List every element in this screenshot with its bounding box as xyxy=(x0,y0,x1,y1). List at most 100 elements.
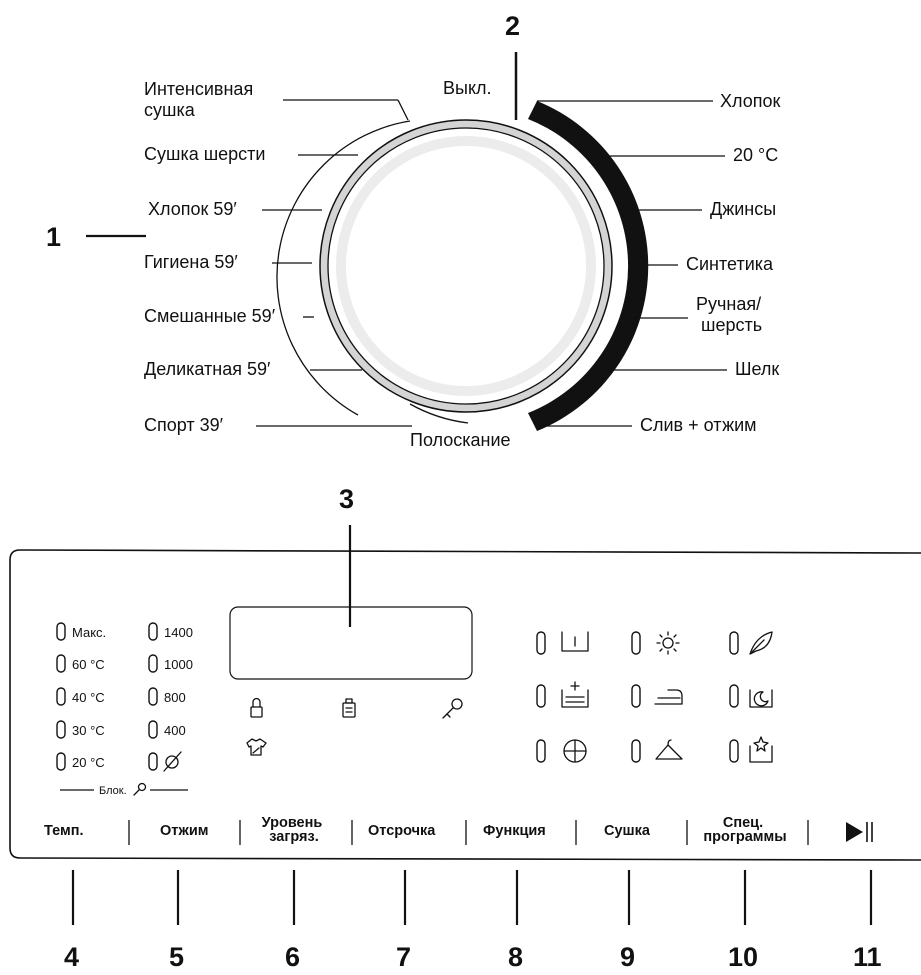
temperature-indicators: Макс. 60 °C 40 °C 30 °C 20 °C xyxy=(56,622,106,771)
dial-program-right: Шелк xyxy=(735,359,779,379)
spin-label: 1400 xyxy=(164,625,193,640)
indicator-led xyxy=(56,654,66,673)
callout-4: 4 xyxy=(64,942,79,972)
soil-level-button[interactable]: Уровень загряз. xyxy=(262,815,327,845)
dial-program-right: Ручная/шерсть xyxy=(696,294,762,335)
soil-level-label: Уровень xyxy=(262,815,323,831)
callout-5: 5 xyxy=(169,942,184,972)
callout-10: 10 xyxy=(728,942,758,972)
indicator-led xyxy=(729,684,739,708)
spin-label: 800 xyxy=(164,690,186,705)
dial-program-left: Деликатная 59′ xyxy=(144,359,271,379)
program-dial xyxy=(276,101,649,431)
indicator-led xyxy=(631,739,641,763)
hanger-icon xyxy=(655,739,683,760)
indicator-led xyxy=(148,752,158,771)
indicator-led xyxy=(56,687,66,706)
dial-program-left: Смешанные 59′ xyxy=(144,306,276,326)
dial-program-right: Джинсы xyxy=(710,199,776,219)
dial-label-off: Выкл. xyxy=(443,78,492,98)
bottom-callouts: 4 5 6 7 8 9 10 11 xyxy=(64,870,882,972)
indicator-led xyxy=(536,739,546,763)
indicator-led xyxy=(56,622,66,641)
soil-level-label: загряз. xyxy=(269,829,318,845)
special-programs-button[interactable]: Спец. программы xyxy=(703,815,786,845)
special-programs-label: Спец. xyxy=(723,815,763,831)
indicator-led xyxy=(536,684,546,708)
label-line: сушка xyxy=(144,100,196,120)
callout-8: 8 xyxy=(508,942,523,972)
indicator-led xyxy=(148,720,158,739)
sparkle-icon xyxy=(749,736,773,763)
temp-label: Макс. xyxy=(72,625,106,640)
spin-button[interactable]: Отжим xyxy=(160,823,208,839)
dial-program-left: Гигиена 59′ xyxy=(144,252,238,272)
delay-button[interactable]: Отсрочка xyxy=(368,823,436,839)
dial-program-right: Хлопок xyxy=(720,91,780,111)
dial-program-left: Хлопок 59′ xyxy=(148,199,237,219)
label-line: шерсть xyxy=(701,315,762,335)
dry-button[interactable]: Сушка xyxy=(604,823,651,839)
temp-label: 60 °C xyxy=(72,657,105,672)
indicator-led xyxy=(536,631,546,655)
indicator-led xyxy=(56,720,66,739)
leaf-icon xyxy=(749,631,773,655)
moon-icon xyxy=(749,689,773,708)
indicator-led xyxy=(631,684,641,708)
sun-icon xyxy=(656,631,680,655)
basin-icon xyxy=(561,631,589,652)
dial-outer-arc xyxy=(276,120,411,416)
callout-6: 6 xyxy=(285,942,300,972)
no-spin-icon xyxy=(163,751,182,772)
dial-bottom-arc xyxy=(409,403,469,424)
function-button[interactable]: Функция xyxy=(483,823,546,839)
indicator-led xyxy=(631,631,641,655)
temp-label: 20 °C xyxy=(72,755,105,770)
key-icon xyxy=(442,698,463,719)
dial-washing-arc xyxy=(528,101,649,431)
dial-label-rinse: Полоскание xyxy=(410,430,511,450)
weight-icon xyxy=(342,698,356,718)
temp-label: 30 °C xyxy=(72,723,105,738)
dial-program-left: Сушка шерсти xyxy=(144,144,265,164)
spin-indicators: 1400 1000 800 400 xyxy=(148,622,193,772)
indicator-led xyxy=(56,752,66,771)
prewash-icon xyxy=(561,681,589,708)
dial-program-right: 20 °C xyxy=(733,145,778,165)
callout-1: 1 xyxy=(46,222,61,252)
dial-program-right: Слив + отжим xyxy=(640,415,757,435)
function-indicators xyxy=(536,631,773,763)
shirt-icon xyxy=(246,738,267,756)
button-row: Темп. Отжим Уровень загряз. Отсрочка Фун… xyxy=(44,815,873,845)
callout-9: 9 xyxy=(620,942,635,972)
callout-2: 2 xyxy=(505,11,520,41)
child-lock-marker: Блок. xyxy=(60,782,188,797)
temp-label: 40 °C xyxy=(72,690,105,705)
control-panel xyxy=(9,549,921,861)
display-screen xyxy=(229,606,473,680)
indicator-led xyxy=(148,654,158,673)
label-line: Ручная/ xyxy=(696,294,761,314)
special-programs-label: программы xyxy=(703,829,786,845)
dial-program-left: Спорт 39′ xyxy=(144,415,224,435)
lock-label: Блок. xyxy=(99,785,127,797)
callout-11: 11 xyxy=(853,942,882,972)
label-line: Интенсивная xyxy=(144,79,253,99)
indicator-led xyxy=(148,687,158,706)
spin-label: 400 xyxy=(164,723,186,738)
key-icon xyxy=(133,782,147,796)
steam-icon xyxy=(563,739,587,763)
lock-icon xyxy=(250,697,263,718)
temperature-button[interactable]: Темп. xyxy=(44,823,84,839)
indicator-led xyxy=(148,622,158,641)
callout-7: 7 xyxy=(396,942,411,972)
callout-3: 3 xyxy=(339,484,354,514)
dial-right-programs: Хлопок 20 °C Джинсы Синтетика Ручная/шер… xyxy=(537,91,780,435)
play-pause-icon[interactable] xyxy=(846,822,873,842)
dial-program-right: Синтетика xyxy=(686,254,774,274)
indicator-led xyxy=(729,739,739,763)
spin-label: 1000 xyxy=(164,657,193,672)
